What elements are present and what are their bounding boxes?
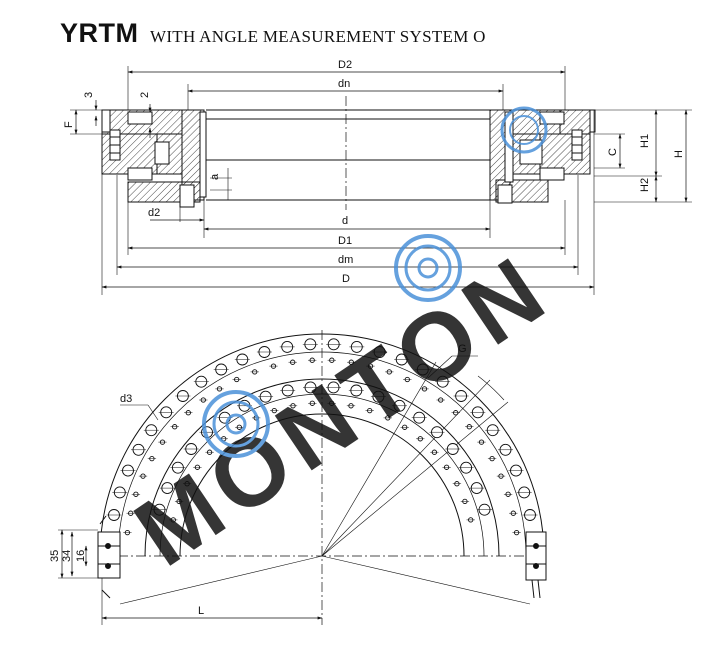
label-C: C: [607, 148, 619, 156]
label-35: 35: [49, 550, 61, 562]
series-title: YRTM: [60, 18, 139, 48]
label-D1: D1: [338, 235, 352, 247]
label-L: L: [198, 605, 204, 617]
label-F: F: [63, 121, 75, 128]
label-dm: dm: [338, 254, 353, 266]
section-view: [70, 66, 692, 295]
label-d: d: [342, 215, 348, 227]
label-D2: D2: [338, 59, 352, 71]
label-16: 16: [75, 550, 87, 562]
label-a: a: [209, 173, 221, 180]
label-dn: dn: [338, 78, 350, 90]
label-2: 2: [139, 92, 151, 98]
label-3: 3: [83, 92, 95, 98]
plan-dimension-labels: G d3 L 35 34 16: [49, 343, 467, 617]
bearing-logo-2: [202, 390, 270, 458]
label-d3: d3: [120, 393, 132, 405]
label-H2: H2: [639, 178, 651, 192]
label-G: G: [458, 343, 467, 355]
section-dimension-labels: D2 dn d D1 dm D d2 a F 3 2 C H1 H H2: [63, 59, 685, 285]
label-34: 34: [61, 550, 73, 562]
left-section: [101, 109, 207, 208]
label-D: D: [342, 273, 350, 285]
inner-ring-bore: [179, 413, 465, 557]
series-subtitle: WITH ANGLE MEASUREMENT SYSTEM O: [150, 27, 486, 46]
plan-view: [58, 330, 547, 625]
bearing-logo-3: [500, 106, 548, 154]
bearing-logo-1: [394, 234, 462, 302]
label-H: H: [673, 150, 685, 158]
label-H1: H1: [639, 134, 651, 148]
right-section: [489, 109, 596, 204]
label-d2: d2: [148, 207, 160, 219]
